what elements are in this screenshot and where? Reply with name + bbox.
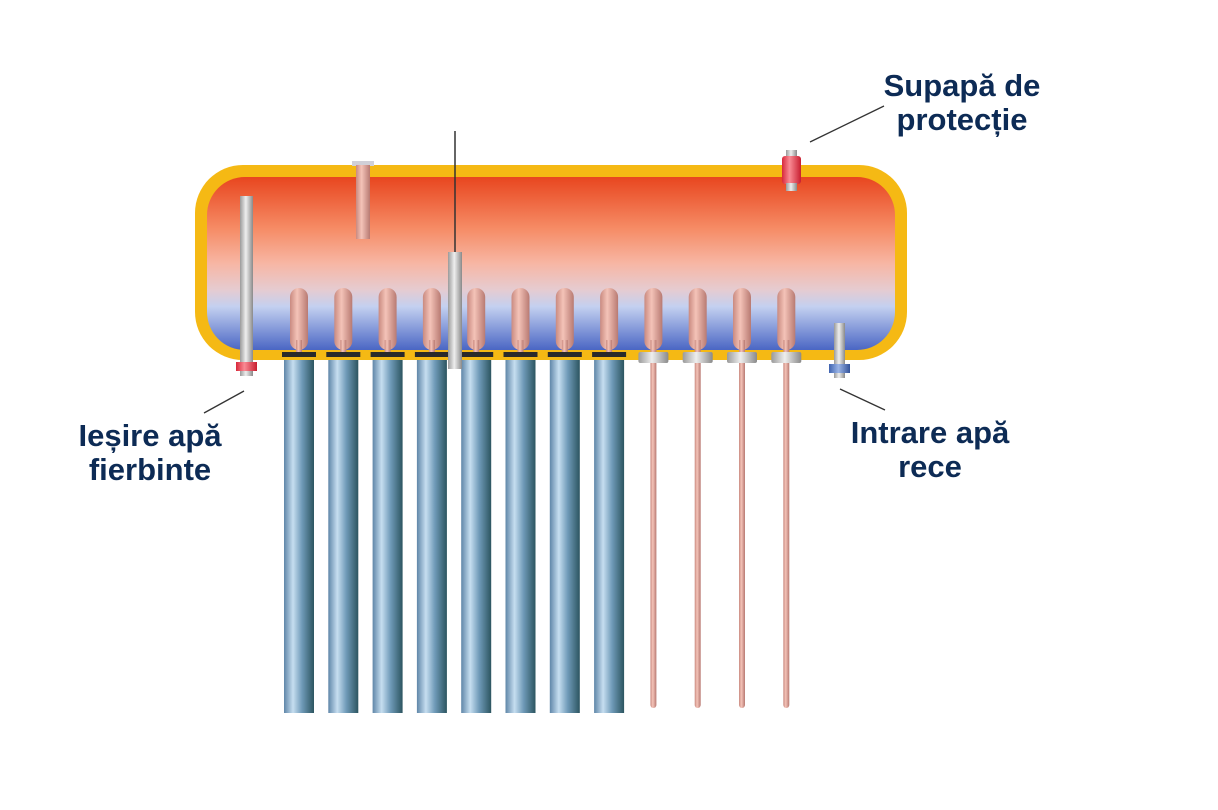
- exposed-heat-pipe: [783, 358, 790, 708]
- heat-pipe-bulb: [688, 288, 707, 350]
- heat-pipe-bulb: [600, 288, 619, 350]
- heat-pipe-neck: [606, 340, 613, 356]
- heat-pipe-collar: [682, 352, 713, 363]
- evacuated-tube: [461, 356, 492, 713]
- tube-seal: [326, 352, 361, 357]
- label-cold-water-inlet: Intrare apă rece: [820, 416, 1040, 484]
- label-line: protecție: [896, 102, 1028, 137]
- heat-pipe-neck: [517, 340, 524, 356]
- tube-seal: [503, 352, 538, 357]
- leader-line-safety-valve: [809, 105, 885, 143]
- heat-pipe-condensers: [290, 288, 796, 356]
- heat-pipe-neck: [384, 340, 391, 356]
- heat-pipe-collar: [727, 352, 757, 363]
- evacuated-tubes: [284, 356, 625, 713]
- exposed-heat-pipe: [694, 358, 701, 708]
- cold-water-inlet-pipe: [829, 323, 850, 378]
- evacuated-tube: [505, 356, 536, 713]
- heat-pipe-collar: [638, 352, 669, 363]
- heat-pipe-bulb: [555, 288, 574, 350]
- evacuated-tube: [416, 356, 447, 713]
- heat-pipe-neck: [428, 340, 435, 356]
- heat-pipe-neck: [783, 340, 790, 356]
- tube-seal: [370, 352, 405, 357]
- exposed-heat-pipes: [650, 358, 790, 708]
- heat-pipe-bulb: [733, 288, 751, 350]
- label-safety-valve: Supapă de protecție: [862, 69, 1062, 137]
- heat-pipe-bulb: [290, 288, 308, 350]
- label-line: Intrare apă: [850, 415, 1010, 450]
- tube-collars: [282, 352, 802, 363]
- label-line: Ieșire apă: [78, 418, 222, 453]
- heat-pipe-bulb: [644, 288, 663, 350]
- heat-pipe-neck: [340, 340, 347, 356]
- tube-seal: [459, 352, 494, 357]
- tube-seal: [547, 352, 582, 357]
- label-hot-water-outlet: Ieșire apă fierbinte: [50, 419, 250, 487]
- label-line: rece: [898, 449, 962, 484]
- heat-pipe-neck: [561, 340, 568, 356]
- evacuated-tube: [549, 356, 580, 713]
- heat-pipe-neck: [650, 340, 657, 356]
- sensor-sleeve: [352, 161, 374, 239]
- evacuated-tube: [284, 356, 314, 713]
- label-line: Supapă de: [883, 68, 1041, 103]
- heat-pipe-bulb: [511, 288, 530, 350]
- evacuated-tube: [372, 356, 403, 713]
- temperature-probe: [448, 131, 462, 369]
- exposed-heat-pipe: [739, 358, 745, 708]
- heat-pipe-neck: [694, 340, 701, 356]
- heat-pipe-bulb: [467, 288, 486, 350]
- heat-pipe-bulb: [378, 288, 397, 350]
- exposed-heat-pipe: [650, 358, 657, 708]
- heat-pipe-neck: [739, 340, 745, 356]
- tube-seal: [282, 352, 316, 357]
- hot-water-outlet-pipe: [236, 196, 257, 376]
- leader-line-hot-outlet: [203, 390, 245, 414]
- safety-valve: [782, 150, 801, 191]
- heat-pipe-bulb: [334, 288, 353, 350]
- evacuated-tube: [594, 356, 625, 713]
- heat-pipe-collar: [771, 352, 802, 363]
- tube-seal: [414, 352, 449, 357]
- evacuated-tube: [328, 356, 359, 713]
- heat-pipe-neck: [473, 340, 480, 356]
- heat-pipe-neck: [296, 340, 302, 356]
- tube-seal: [592, 352, 627, 357]
- label-line: fierbinte: [88, 452, 212, 487]
- heat-pipe-bulb: [422, 288, 441, 350]
- heat-pipe-bulb: [777, 288, 796, 350]
- leader-line-cold-inlet: [839, 388, 886, 411]
